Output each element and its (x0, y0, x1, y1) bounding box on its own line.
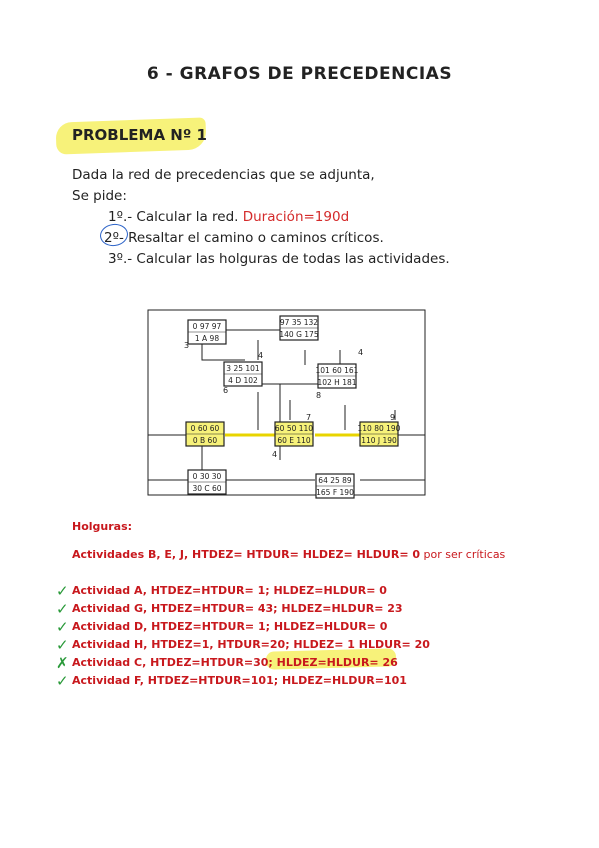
node-times-bottom: 4 D 102 (228, 376, 258, 385)
intro-line-2: Se pide: (72, 188, 127, 204)
edge-label: 9 (390, 413, 395, 422)
node-times-top: 60 50 110 (275, 424, 313, 433)
activity-row-h: Actividad H, HTDEZ=1, HTDUR=20; HLDEZ= 1… (72, 638, 430, 651)
graph-node-a: 0 97 97 1 A 98 (187, 319, 227, 345)
check-mark: ✓ (56, 636, 69, 654)
holguras-label: Holguras: (72, 520, 133, 533)
node-times-bottom: 1 A 98 (195, 334, 219, 343)
node-times-top: 101 60 161 (316, 366, 359, 375)
step-1-duration: Duración=190d (242, 209, 350, 225)
activity-row-f: Actividad F, HTDEZ=HTDUR=101; HLDEZ=HLDU… (72, 674, 407, 687)
node-times-bottom: 110 J 190 (361, 436, 397, 445)
activity-row-c: Actividad C, HTDEZ=HTDUR=30; HLDEZ=HLDUR… (72, 656, 398, 669)
critical-activities-line: Actividades B, E, J, HTDEZ= HTDUR= HLDEZ… (72, 548, 505, 561)
graph-node-c: 0 30 30 30 C 60 (187, 469, 227, 495)
graph-node-j: 110 80 190 110 J 190 (358, 421, 401, 447)
edge-label: 7 (306, 413, 311, 422)
node-times-top: 64 25 89 (318, 476, 352, 485)
node-times-top: 97 35 132 (280, 318, 318, 327)
check-mark: ✓ (56, 672, 69, 690)
step-3: 3º.- Calcular las holguras de todas las … (108, 251, 450, 267)
activity-row-g: Actividad G, HTDEZ=HTDUR= 43; HLDEZ=HLDU… (72, 602, 403, 615)
edge-label: 4 (272, 450, 277, 459)
node-times-bottom: 30 C 60 (192, 484, 221, 493)
graph-node-g: 97 35 132 140 G 175 (279, 315, 319, 341)
node-times-top: 3 25 101 (226, 364, 260, 373)
check-mark: ✓ (56, 600, 69, 618)
step-1: 1º.- Calcular la red. Duración=190d (108, 207, 349, 228)
graph-node-b: 0 60 60 0 B 60 (185, 421, 225, 447)
graph-node-d: 3 25 101 4 D 102 (223, 361, 263, 387)
check-mark: ✓ (56, 582, 69, 600)
cross-mark: ✗ (56, 654, 69, 672)
node-times-top: 0 30 30 (193, 472, 222, 481)
node-times-top: 110 80 190 (358, 424, 401, 433)
edge-label: 3 (184, 341, 189, 350)
node-times-bottom: 60 E 110 (277, 436, 311, 445)
critical-activities-text: Actividades B, E, J, HTDEZ= HTDUR= HLDEZ… (72, 548, 421, 561)
edge-label: 6 (223, 386, 228, 395)
step-2: 2º- Resaltar el camino o caminos crítico… (104, 230, 384, 246)
node-times-bottom: 102 H 181 (317, 378, 356, 387)
graph-nodes: 0 97 97 1 A 98 97 35 132 140 G 175 3 25 101 4… (185, 315, 401, 499)
problem-title: PROBLEMA Nº 1 (72, 126, 207, 144)
node-times-bottom: 165 F 190 (316, 488, 354, 497)
node-times-top: 0 97 97 (193, 322, 222, 331)
node-times-bottom: 0 B 60 (193, 436, 217, 445)
intro-line-1: Dada la red de precedencias que se adjun… (72, 167, 375, 183)
node-times-top: 0 60 60 (191, 424, 220, 433)
activity-row-a: Actividad A, HTDEZ=HTDUR= 1; HLDEZ=HLDUR… (72, 584, 387, 597)
edge-label: 4 (358, 348, 363, 357)
graph-node-f: 64 25 89 165 F 190 (315, 473, 355, 499)
critical-note: por ser críticas (420, 548, 506, 561)
graph-node-h: 101 60 161 102 H 181 (316, 363, 359, 389)
precedence-graph: 3 4 6 7 8 9 4 4 0 97 97 1 A 98 97 35 132 14… (147, 309, 426, 499)
edge-label: 8 (316, 391, 321, 400)
step-1-text: 1º.- Calcular la red. (108, 209, 239, 225)
page-title: 6 - GRAFOS DE PRECEDENCIAS (146, 64, 453, 84)
node-times-bottom: 140 G 175 (279, 330, 318, 339)
edge-label: 4 (258, 351, 263, 360)
check-mark: ✓ (56, 618, 69, 636)
graph-edge-labels: 3 4 6 7 8 9 4 4 (184, 341, 395, 459)
activity-row-d: Actividad D, HTDEZ=HTDUR= 1; HLDEZ=HLDUR… (72, 620, 388, 633)
graph-node-e: 60 50 110 60 E 110 (274, 421, 314, 447)
